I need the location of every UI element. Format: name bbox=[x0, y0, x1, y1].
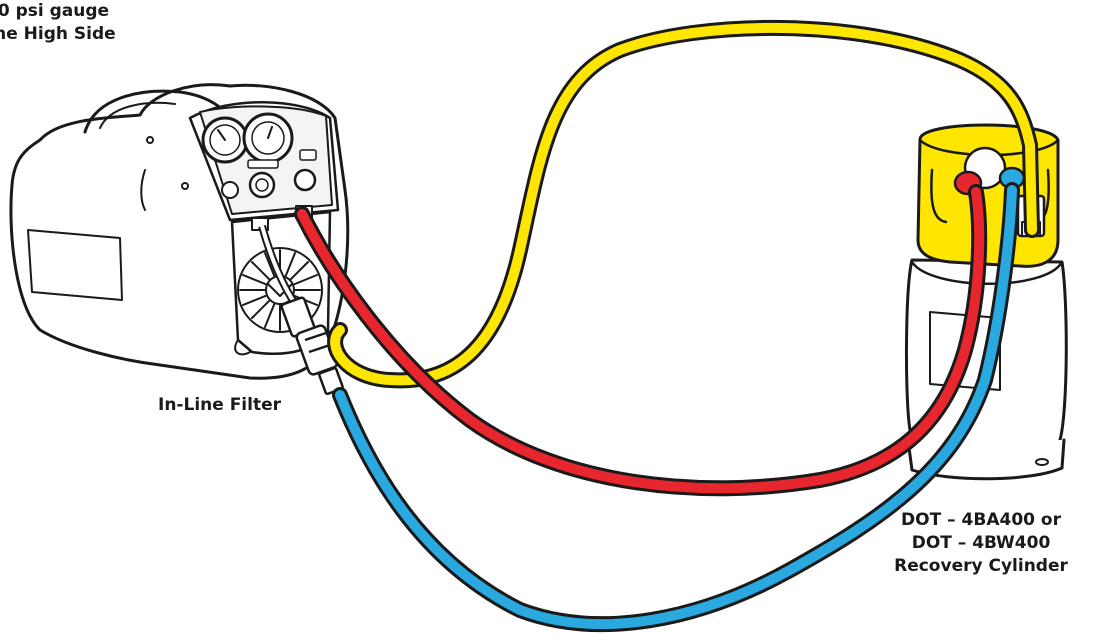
filter-caption: In-Line Filter bbox=[158, 395, 282, 415]
cylinder-caption-line3: Recovery Cylinder bbox=[894, 556, 1068, 576]
gauge-caption-line1: 00 psi gauge bbox=[0, 1, 110, 21]
gauge-caption: 00 psi gauge the High Side bbox=[0, 0, 116, 46]
gauge-caption-line2: the High Side bbox=[0, 24, 116, 44]
cylinder-caption-line1: DOT – 4BA400 or bbox=[901, 510, 1061, 530]
cylinder-caption-line2: DOT – 4BW400 bbox=[911, 533, 1051, 553]
recovery-machine-icon bbox=[9, 83, 350, 380]
yellow-hose bbox=[327, 19, 1040, 389]
blue-hose bbox=[332, 182, 1020, 633]
cylinder-caption: DOT – 4BA400 or DOT – 4BW400 Recovery Cy… bbox=[870, 509, 1092, 578]
in-line-filter-icon bbox=[258, 224, 344, 396]
red-hose bbox=[294, 184, 988, 497]
